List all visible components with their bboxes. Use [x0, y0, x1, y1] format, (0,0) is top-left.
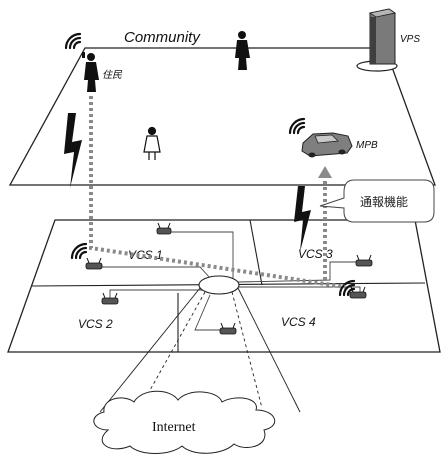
- internet-cloud-icon: [93, 390, 276, 454]
- resident-label: 住民: [102, 69, 123, 81]
- mpb-car-icon: [301, 132, 353, 158]
- router-icon: [349, 286, 367, 299]
- vcs4-wifi-icon: [338, 279, 356, 297]
- callout-label: 通報機能: [360, 194, 408, 209]
- person-icon: [235, 31, 250, 70]
- child-icon: [143, 126, 161, 160]
- car-wifi-icon: [288, 117, 306, 135]
- internet-links: [99, 287, 301, 413]
- central-hub: [198, 275, 240, 295]
- lightning-icon: [294, 186, 311, 252]
- community-label: Community: [124, 29, 201, 46]
- vps-server-icon: [356, 8, 398, 72]
- arrowhead-icon: [318, 166, 332, 178]
- wired-links: [96, 231, 365, 331]
- internet-label: Internet: [152, 420, 196, 435]
- router-icon: [85, 257, 103, 270]
- resident-icon: [82, 52, 99, 92]
- router-icon: [156, 222, 172, 235]
- router-icon: [101, 292, 119, 305]
- wifi-icon: [64, 32, 82, 50]
- report-path: [89, 96, 346, 289]
- vcs1-wifi-icon: [70, 242, 88, 260]
- vps-label: VPS: [400, 34, 420, 45]
- internet-links-dashed: [139, 291, 263, 409]
- mpb-label: MPB: [356, 140, 378, 151]
- vcs3-label: VCS 3: [298, 247, 333, 261]
- router-icon: [219, 322, 237, 335]
- callout-bubble: [319, 179, 435, 223]
- vcs4-label: VCS 4: [281, 315, 316, 329]
- router-icon: [355, 254, 373, 267]
- vcs2-label: VCS 2: [78, 317, 113, 331]
- lightning-icon: [64, 113, 82, 188]
